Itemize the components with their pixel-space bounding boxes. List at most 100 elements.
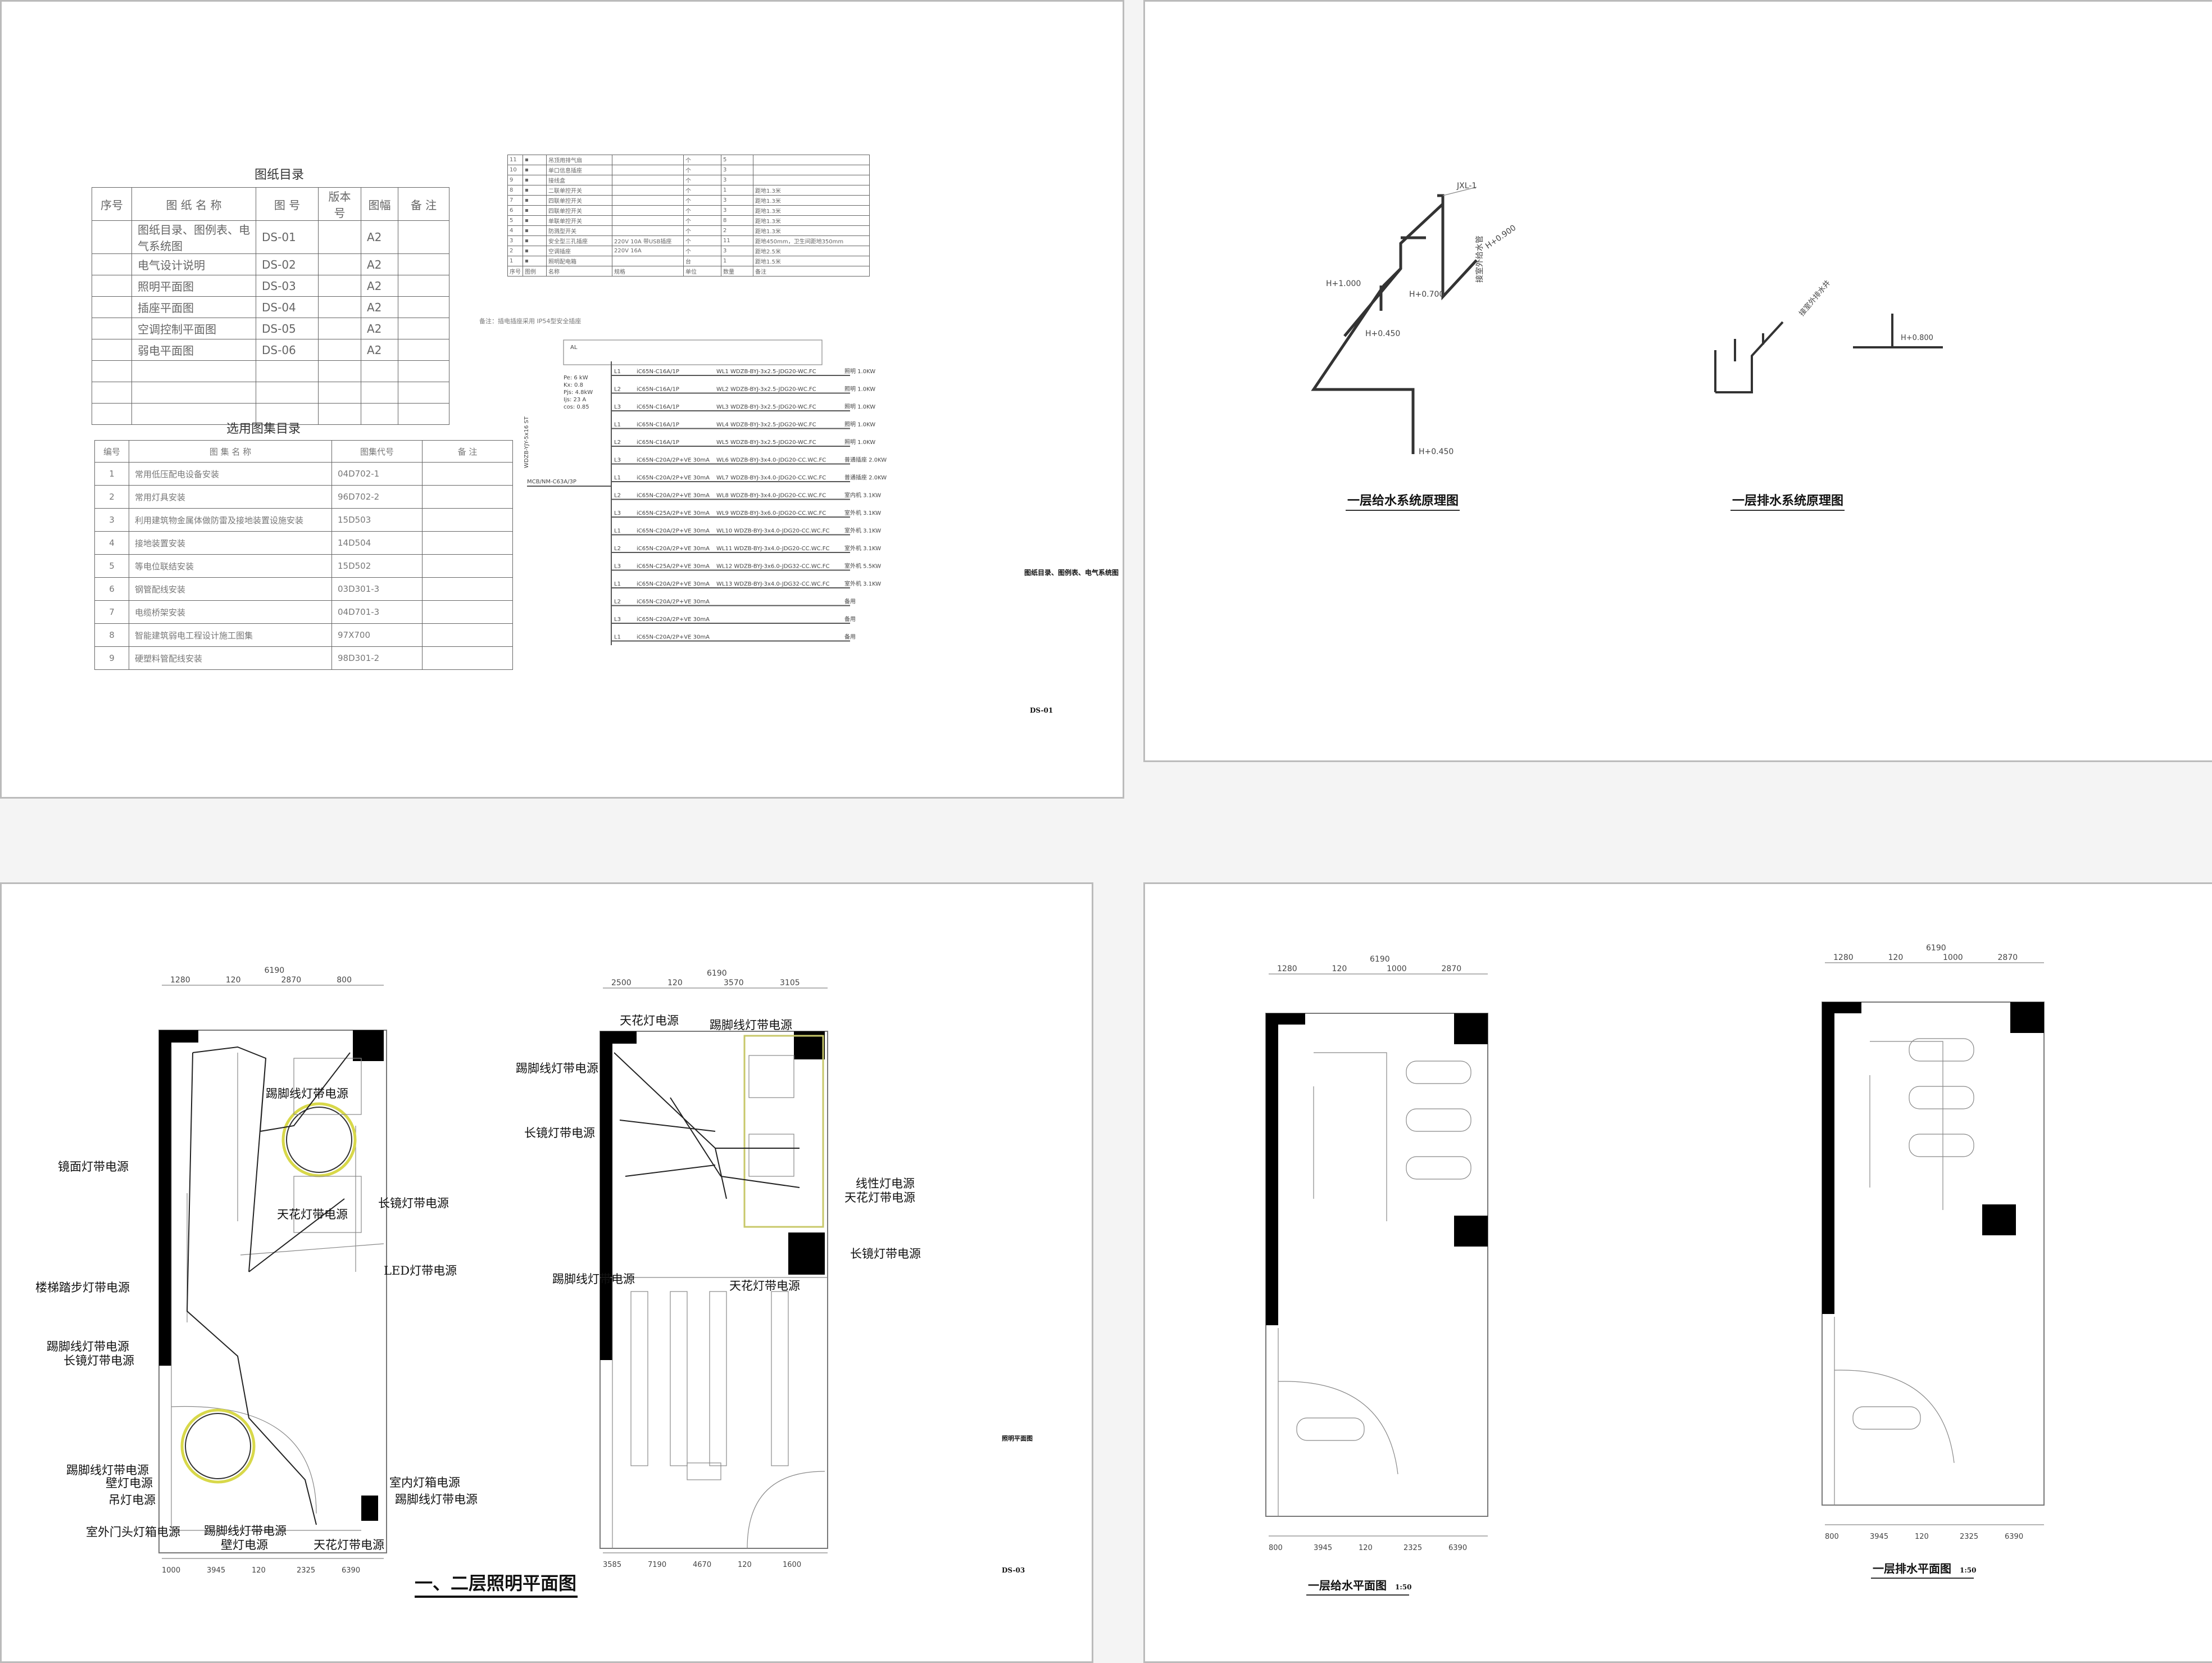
load-parameter: Kx: 0.8 <box>564 382 583 388</box>
legend-footer-row: 序号图例名称规格单位数量备注 <box>507 266 870 277</box>
index-note-cell <box>398 296 449 318</box>
circuit-line: WL4 WDZB-BYJ-3x2.5-JDG20-WC.FC <box>716 422 816 428</box>
load-parameter: Pjs: 4.8kW <box>564 389 593 396</box>
circuit-phase: L1 <box>614 581 621 587</box>
dimension-text: 800 <box>1269 1544 1283 1552</box>
index-version-cell <box>318 382 361 404</box>
dimension-text: 3570 <box>724 978 744 987</box>
dimension-text: 800 <box>337 976 352 985</box>
atlas-code-cell: 98D301-2 <box>331 646 423 670</box>
index-no-cell <box>92 296 132 318</box>
dimension-text: 120 <box>1359 1544 1373 1552</box>
atlas-code-cell: 15D502 <box>331 554 423 578</box>
circuit-line: WL5 WDZB-BYJ-3x2.5-JDG20-WC.FC <box>716 439 816 446</box>
index-version-cell <box>318 275 361 297</box>
legend-footer-cell: 数量 <box>721 266 753 277</box>
plan2-label: 踢脚线灯带电源 <box>710 1018 792 1032</box>
supply-level-e: H+0.450 <box>1419 447 1454 456</box>
index-code-cell: DS-02 <box>256 253 319 275</box>
index-no-cell <box>92 382 132 404</box>
circuit-line: WL7 WDZB-BYJ-3x4.0-JDG20-CC.WC.FC <box>716 475 826 481</box>
index-note-cell <box>398 220 449 254</box>
dimension-text: 1600 <box>783 1561 801 1569</box>
dimension-text: 120 <box>667 978 683 987</box>
circuit-phase: L3 <box>614 510 621 516</box>
atlas-index-title: 选用图集目录 <box>226 422 301 436</box>
atlas-note-cell <box>422 577 513 601</box>
index-code-cell: DS-05 <box>256 318 319 339</box>
atlas-no-cell: 8 <box>94 623 129 647</box>
lighting-side-title: 照明平面图 <box>1002 1435 1033 1442</box>
distribution-box-header: AL <box>563 339 823 365</box>
sheet-water-schematic: JXL-1 H+0.900 H+1.000 H+0.700 H+0.450 H+… <box>1143 0 2212 762</box>
supply-fixtures <box>1296 1061 1471 1441</box>
water-schematic-drawing: JXL-1 H+0.900 H+1.000 H+0.700 H+0.450 H+… <box>1311 182 1943 511</box>
circuit-load: 照明 1.0KW <box>844 404 875 410</box>
plan1-label: 踢脚线灯带电源 <box>395 1493 478 1506</box>
circuit-phase: L1 <box>614 635 621 641</box>
circuit-breaker: iC65N-C25A/2P+VE 30mA <box>637 510 710 516</box>
plan1-label: 楼梯踏步灯带电源 <box>35 1281 130 1294</box>
atlas-code-cell: 04D702-1 <box>331 462 423 486</box>
dimension-text: 2870 <box>1442 964 1462 973</box>
circuit-load: 普通插座 2.0KW <box>844 474 887 481</box>
circuit-phase: L3 <box>614 617 621 623</box>
legend-footer-cell: 备注 <box>753 266 870 277</box>
circuit-line: WL10 WDZB-BYJ-3x4.0-JDG20-CC.WC.FC <box>716 528 830 534</box>
index-name-cell: 图纸目录、图例表、电气系统图 <box>131 220 256 254</box>
dimension-text: 120 <box>226 976 241 985</box>
index-code-cell <box>256 403 319 425</box>
circuit-load: 照明 1.0KW <box>844 386 875 393</box>
box-code: AL <box>570 345 578 351</box>
index-note-cell <box>398 382 449 404</box>
plan1-label: LED灯带电源 <box>384 1264 457 1277</box>
index-size-cell: A2 <box>361 220 398 254</box>
circuit-breaker: iC65N-C16A/1P <box>637 369 679 375</box>
plan1-label: 踢脚线灯带电源 <box>66 1463 149 1477</box>
supply-level-c: H+0.700 <box>1409 290 1444 299</box>
index-header-cell: 图幅 <box>361 187 398 221</box>
legend-remark: 备注：插电插座采用 IP54型安全插座 <box>479 318 582 325</box>
circuit-phase: L2 <box>614 599 621 605</box>
index-no-cell <box>92 403 132 425</box>
circuit-phase: L3 <box>614 404 621 410</box>
circuit-phase: L2 <box>614 387 621 393</box>
index-header-cell: 序号 <box>92 187 132 221</box>
atlas-code-cell: 97X700 <box>331 623 423 647</box>
feeder-cable: WDZB-YJY-5x16 ST <box>524 416 530 468</box>
index-note-cell <box>398 403 449 425</box>
index-row <box>92 403 449 425</box>
dimension-text: 3945 <box>207 1566 225 1575</box>
dimension-text: 6190 <box>265 966 285 975</box>
atlas-name-cell: 钢管配线安装 <box>129 577 332 601</box>
dimension-text: 2325 <box>297 1566 315 1575</box>
circuit-load: 备用 <box>844 633 856 641</box>
lighting-plan-title: 一、二层照明平面图 <box>415 1573 576 1594</box>
plan2-label: 线性灯电源 <box>856 1177 915 1190</box>
circuit-phase: L2 <box>614 439 621 446</box>
dimension-text: 6190 <box>707 969 727 978</box>
plan1-label: 壁灯电源 <box>221 1538 268 1552</box>
index-size-cell: A2 <box>361 339 398 361</box>
dimension-text: 2325 <box>1403 1544 1422 1552</box>
circuit-line: WL8 WDZB-BYJ-3x4.0-JDG20-CC.WC.FC <box>716 493 826 499</box>
dimension-text: 3585 <box>603 1561 621 1569</box>
drain-schematic-title: 一层排水系统原理图 <box>1732 493 1843 508</box>
dimension-text: 2870 <box>281 976 302 985</box>
plan1-label: 踢脚线灯带电源 <box>204 1524 287 1538</box>
circuit-phase: L3 <box>614 564 621 570</box>
lighting-sheet-code: DS-03 <box>1002 1566 1025 1574</box>
index-header-cell: 图 号 <box>256 187 319 221</box>
dimension-text: 3945 <box>1870 1533 1888 1541</box>
